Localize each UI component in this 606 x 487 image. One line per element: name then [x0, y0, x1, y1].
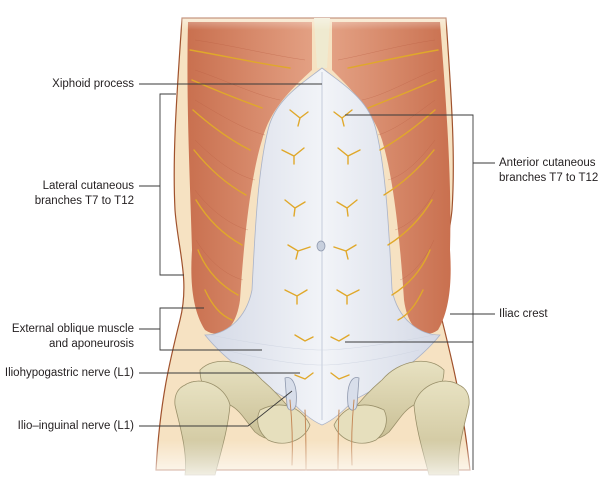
- top-fade: [160, 0, 470, 30]
- label-line: External oblique muscle: [11, 323, 134, 335]
- leader-anterior-cutaneous: [345, 114, 474, 470]
- label-line: Iliac crest: [499, 308, 548, 320]
- label-line: Anterior cutaneous: [499, 157, 596, 169]
- label-line: Xiphoid process: [52, 78, 134, 90]
- umbilicus: [316, 240, 326, 252]
- external-oblique-muscle-left: [187, 22, 312, 334]
- label-line: Ilio–inguinal nerve (L1): [17, 420, 134, 432]
- leader-lines: [139, 83, 495, 470]
- label-external-oblique-muscle: External oblique muscle and aponeurosis: [12, 322, 134, 352]
- xiphoid-cartilage: [314, 18, 330, 68]
- label-line: and aponeurosis: [48, 338, 134, 350]
- label-iliac-crest: Iliac crest: [499, 307, 548, 322]
- label-line: Lateral cutaneous: [42, 180, 134, 192]
- label-line: Iliohypogastric nerve (L1): [4, 367, 134, 379]
- label-iliohypogastric-nerve: Iliohypogastric nerve (L1): [5, 366, 134, 381]
- label-line: branches T7 to T12: [34, 195, 134, 207]
- label-anterior-cutaneous-branches: Anterior cutaneous branches T7 to T12: [499, 156, 598, 186]
- bottom-fade: [140, 440, 480, 487]
- leader-lateral-cutaneous: [159, 93, 184, 276]
- label-ilio-inguinal-nerve: Ilio–inguinal nerve (L1): [18, 419, 134, 434]
- label-line: branches T7 to T12: [499, 172, 599, 184]
- leader-ilio-inguinal: [139, 390, 293, 427]
- external-oblique-muscle-right: [332, 22, 451, 334]
- label-xiphoid-process: Xiphoid process: [52, 77, 134, 92]
- aponeurosis: [204, 67, 441, 426]
- label-lateral-cutaneous-branches: Lateral cutaneous branches T7 to T12: [35, 179, 134, 209]
- nerves: [189, 49, 439, 471]
